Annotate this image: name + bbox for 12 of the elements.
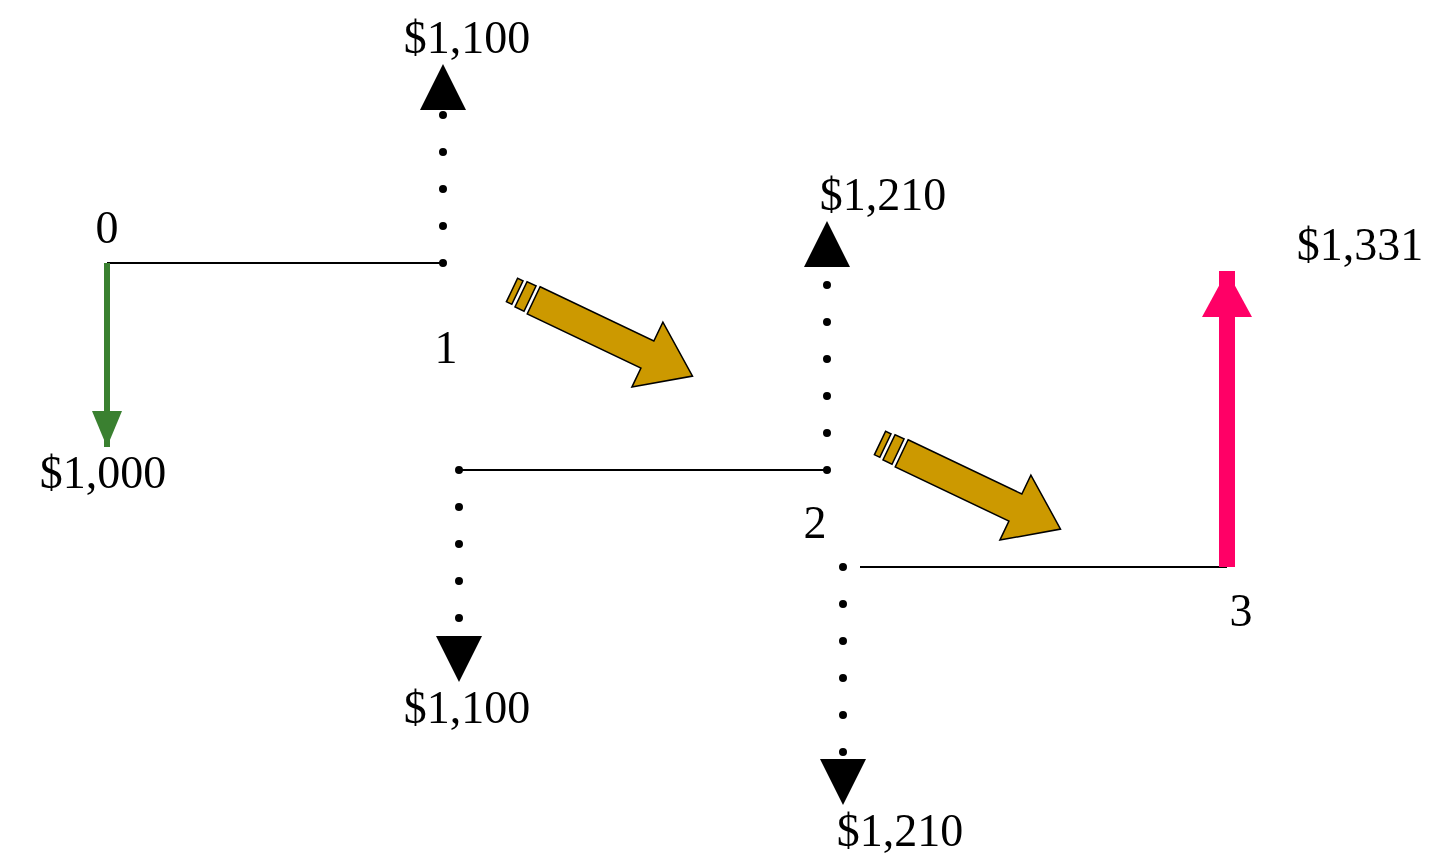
amount-label: $1,210 [836,808,964,854]
time-period-label: 2 [803,500,827,546]
cash-flow-arrow [1202,271,1252,567]
amount-label: $1,210 [819,172,947,218]
amount-label: $1,000 [39,450,167,496]
amount-label: $1,331 [1296,222,1424,268]
amount-label: $1,100 [403,15,531,61]
time-period-label: 0 [95,205,119,251]
time-period-label: 1 [434,325,458,371]
amount-label: $1,100 [403,685,531,731]
time-period-label: 3 [1229,588,1253,634]
cash-flow-arrow [92,263,122,447]
